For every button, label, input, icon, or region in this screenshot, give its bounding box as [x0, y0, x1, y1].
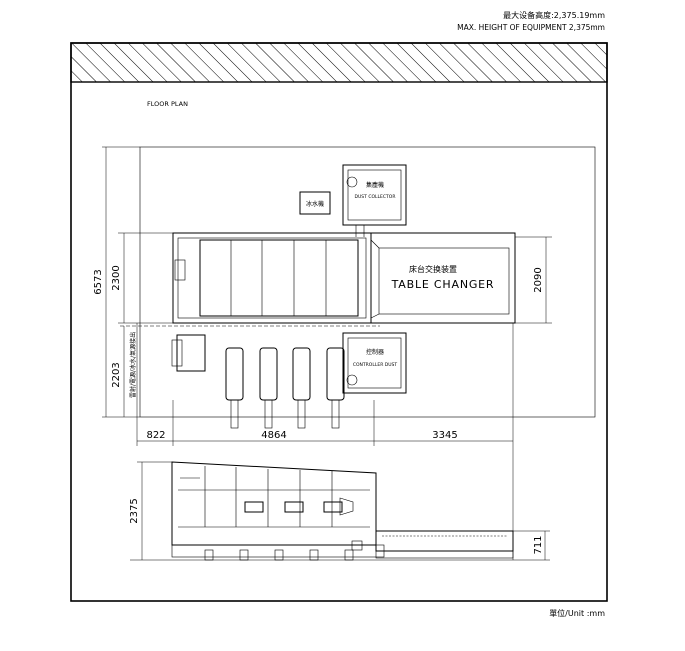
unit-label: 單位/Unit :mm: [549, 608, 605, 618]
dust-collector-top: [342, 164, 407, 226]
table-changer-cn: 床台交换装置: [409, 264, 457, 274]
dust-collector-en: DUST COLLECTOR: [355, 194, 396, 200]
table-changer: [370, 232, 516, 324]
ceiling-hatch: [70, 42, 608, 83]
floor-plan-title: FLOOR PLAN: [147, 100, 188, 108]
controller-cn: 控制器: [366, 348, 384, 356]
dim-4864: 4864: [261, 430, 286, 441]
dim-2090: 2090: [533, 267, 544, 292]
cylinders: [225, 347, 345, 429]
dim-822: 822: [146, 430, 165, 441]
changer-elevation: [375, 530, 514, 552]
cutting-bed: [199, 239, 359, 317]
dim-6573: 6573: [93, 269, 104, 294]
chiller-label: 冰水機: [306, 200, 324, 208]
controller-en: CONTROLLER DUST: [353, 362, 397, 368]
max-height-en: MAX. HEIGHT OF EQUIPMENT 2,375mm: [457, 23, 605, 32]
machine-body: [172, 232, 372, 324]
floor-envelope: [139, 146, 596, 418]
dust-collector-cn: 集塵機: [366, 181, 384, 189]
dim-2300: 2300: [111, 265, 122, 290]
controller-unit: [342, 332, 407, 394]
dim-2203: 2203: [111, 362, 122, 387]
dim-711: 711: [533, 535, 544, 554]
elevation-view: [171, 461, 385, 561]
drawing-frame: [70, 42, 608, 602]
max-height-cn: 最大设备高度:2,375.19mm: [503, 10, 605, 20]
control-cabinet: [176, 334, 206, 372]
side-label: 雷射/電源/冰水/氣源接出: [129, 332, 137, 398]
dim-2375: 2375: [129, 498, 140, 523]
dim-3345: 3345: [432, 430, 457, 441]
table-changer-en: TABLE CHANGER: [391, 278, 495, 291]
chiller-unit: [299, 191, 331, 215]
